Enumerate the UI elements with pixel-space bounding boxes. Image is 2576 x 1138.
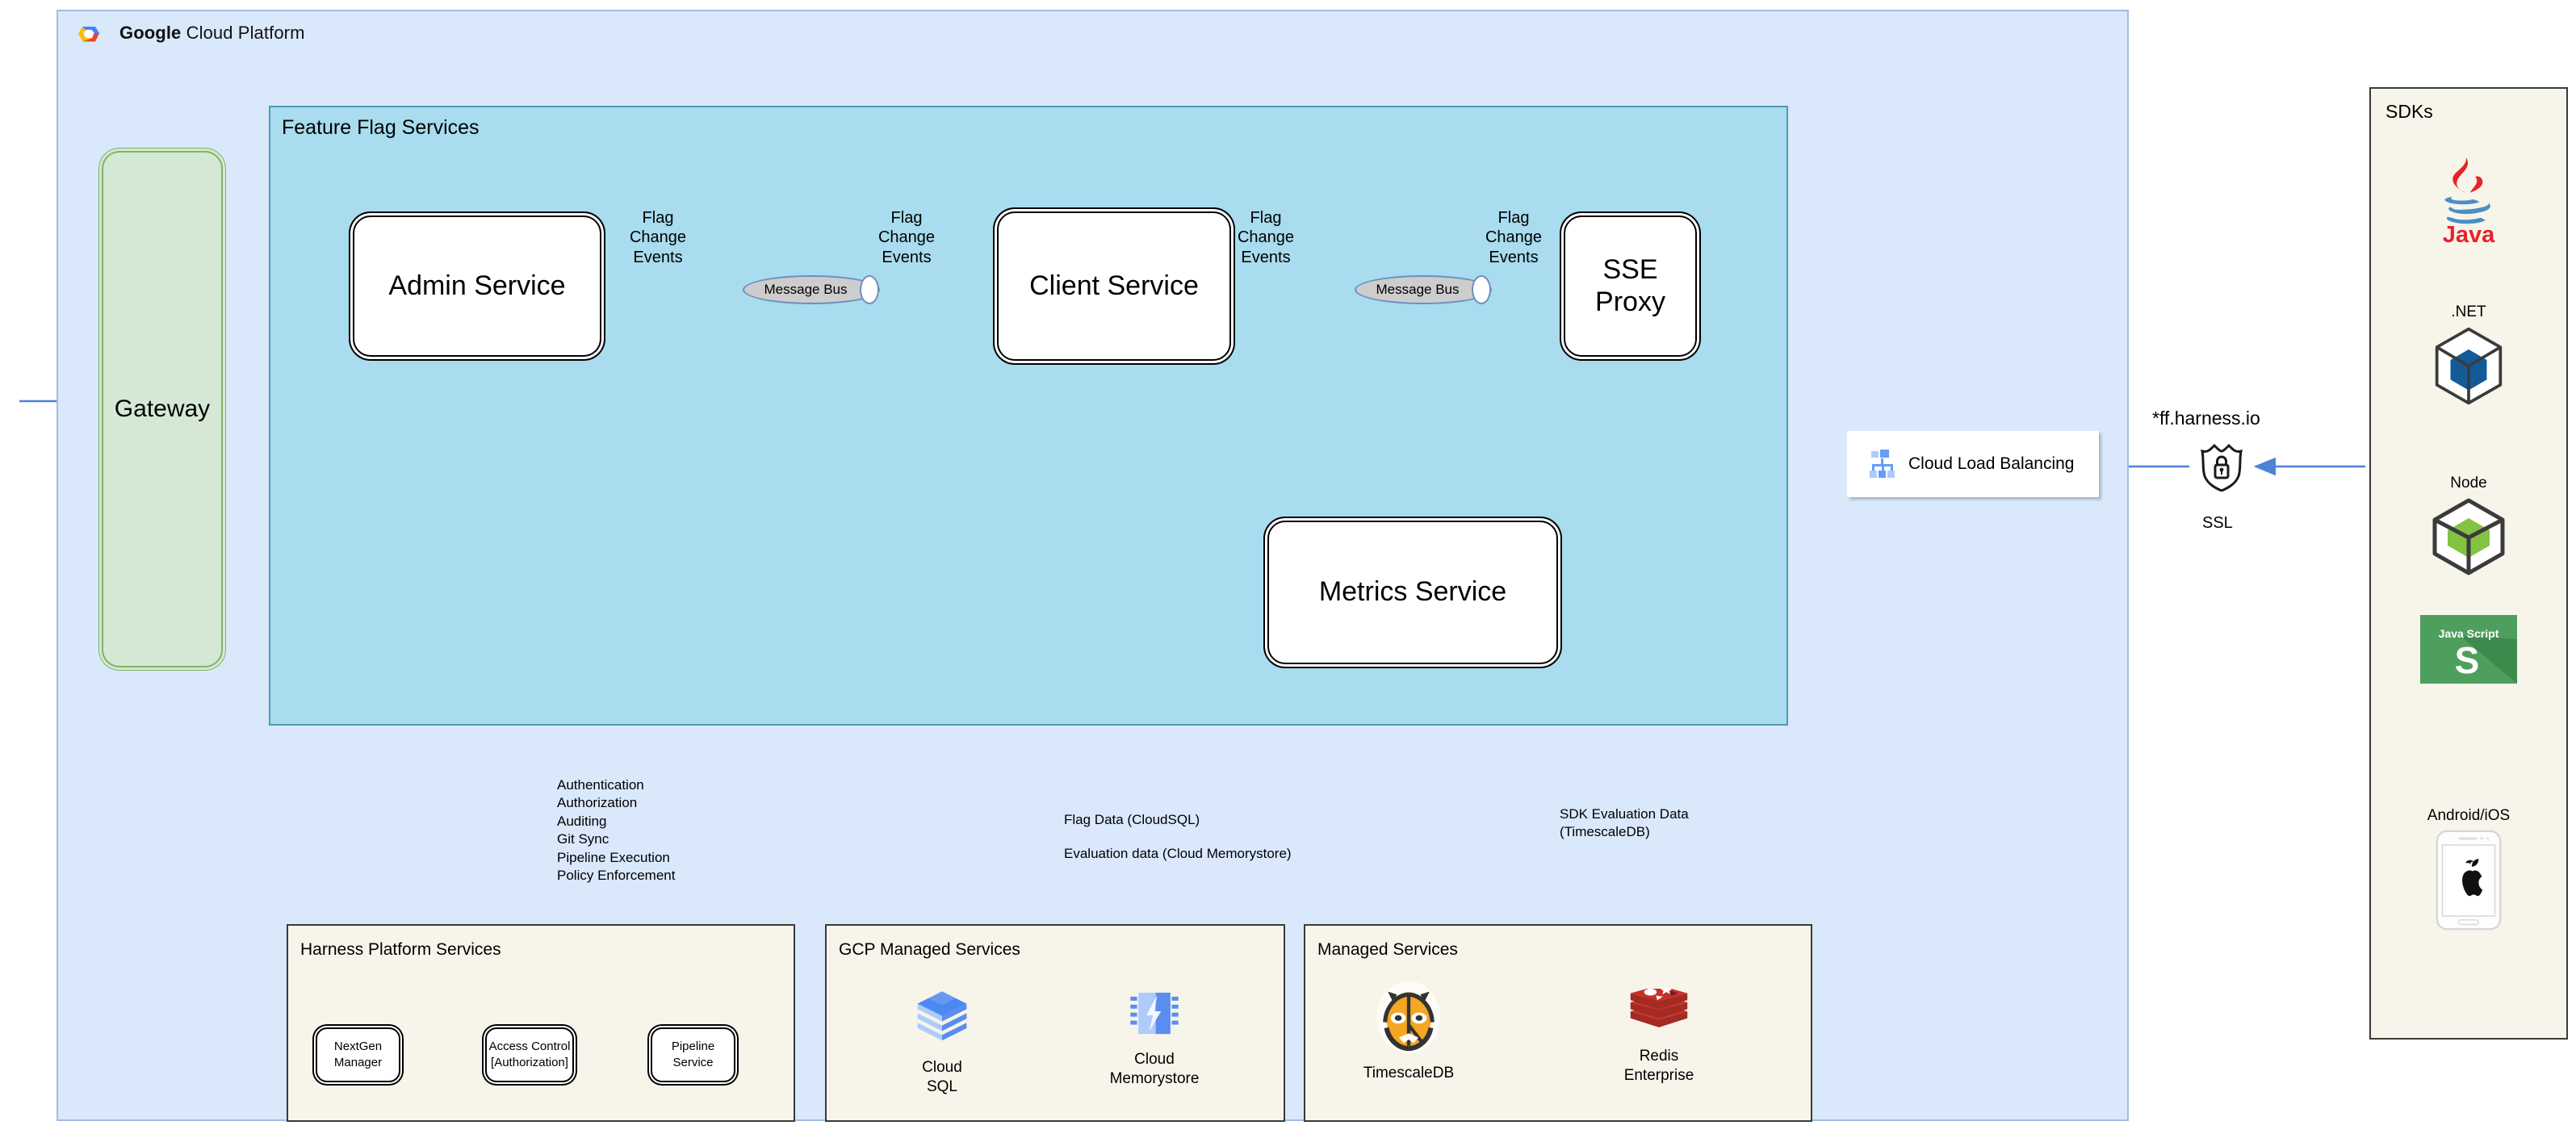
gcp-title: Google Cloud Platform [119, 23, 305, 44]
timescaledb-tiger-icon [1376, 981, 1441, 1054]
sdks-panel-title: SDKs [2385, 101, 2433, 122]
harness-platform-services-title: Harness Platform Services [300, 940, 501, 959]
message-bus-label: Message Bus [1376, 282, 1460, 297]
timescaledb-caption: TimescaleDB [1363, 1065, 1455, 1082]
ff-harness-domain-label: *ff.harness.io [2152, 408, 2260, 429]
access-control-node[interactable]: Access Control [Authorization] [485, 1027, 574, 1082]
node-cube-icon [2432, 498, 2505, 575]
harness-platform-services-panel [287, 924, 795, 1122]
cloud-sql-caption: Cloud SQL [922, 1059, 962, 1095]
cloud-load-balancing-node[interactable]: Cloud Load Balancing [1847, 431, 2099, 497]
sdk-item-java[interactable]: Java [2369, 153, 2568, 249]
sdk-item-android-ios[interactable]: Android/iOS [2369, 807, 2568, 936]
sdk-caption-dotnet: .NET [2451, 303, 2486, 320]
gcp-title-bold: Google [119, 23, 182, 43]
sdk-item-javascript[interactable]: Java Script S [2369, 615, 2568, 688]
google-cloud-logo-icon [73, 18, 105, 50]
ssl-shield-lock-icon [2198, 441, 2245, 492]
managed-services-title: Managed Services [1317, 940, 1458, 959]
timescaledb-item[interactable]: TimescaleDB [1356, 979, 1461, 1083]
javascript-tile-icon: Java Script S [2420, 615, 2517, 684]
feature-flag-services-box [269, 106, 1788, 726]
message-bus-label: Message Bus [764, 282, 848, 297]
sdk-item-dotnet[interactable]: .NET [2369, 303, 2568, 412]
admin-service-node[interactable]: Admin Service [353, 215, 601, 357]
redis-logo-icon [1630, 985, 1688, 1027]
message-bus-2[interactable]: Message Bus [1355, 275, 1492, 304]
sdk-caption-android-ios: Android/iOS [2427, 807, 2511, 824]
edge-label-flag-change-events-1: Flag Change Events [629, 209, 687, 266]
java-logo-icon: Java [2443, 157, 2495, 248]
edge-label-flag-change-events-3: Flag Change Events [1237, 209, 1295, 266]
cloud-memorystore-caption: Cloud Memorystore [1109, 1051, 1200, 1087]
annotation-harness-capabilities: Authentication Authorization Auditing Gi… [557, 777, 676, 884]
gcp-title-rest: Cloud Platform [181, 23, 305, 43]
redis-enterprise-item[interactable]: Redis Enterprise [1606, 985, 1711, 1086]
nextgen-manager-node[interactable]: NextGen Manager [316, 1027, 400, 1082]
cylinder-cap-icon [860, 275, 879, 304]
dotnet-cube-icon [2435, 327, 2503, 405]
mobile-apple-icon [2436, 830, 2502, 931]
cloud-memorystore-item[interactable]: Cloud Memorystore [1098, 989, 1211, 1089]
cylinder-cap-icon [1472, 275, 1491, 304]
cloud-memorystore-icon [1130, 992, 1179, 1035]
cloud-load-balancing-label: Cloud Load Balancing [1908, 454, 2075, 473]
cloud-load-balancing-icon [1865, 446, 1900, 482]
gcp-managed-services-title: GCP Managed Services [839, 940, 1020, 959]
svg-text:Java Script: Java Script [2439, 627, 2499, 640]
cloud-sql-icon [917, 991, 967, 1041]
annotation-managed-data: SDK Evaluation Data (TimescaleDB) [1560, 806, 1689, 840]
metrics-service-node[interactable]: Metrics Service [1267, 521, 1558, 664]
gateway-node[interactable]: Gateway [102, 151, 223, 667]
redis-enterprise-caption: Redis Enterprise [1623, 1048, 1694, 1084]
client-service-node[interactable]: Client Service [997, 211, 1231, 361]
ssl-label: SSL [2202, 514, 2233, 532]
message-bus-1[interactable]: Message Bus [743, 275, 880, 304]
feature-flag-services-title: Feature Flag Services [282, 116, 480, 139]
edge-label-flag-change-events-2: Flag Change Events [878, 209, 936, 266]
svg-text:Java: Java [2443, 222, 2495, 245]
svg-text:S: S [2455, 639, 2480, 681]
annotation-gcp-data: Flag Data (CloudSQL) Evaluation data (Cl… [1064, 812, 1292, 861]
sse-proxy-node[interactable]: SSE Proxy [1564, 215, 1697, 357]
gcp-managed-services-panel [825, 924, 1285, 1122]
sdk-caption-node: Node [2450, 475, 2487, 492]
edge-label-flag-change-events-4: Flag Change Events [1485, 209, 1543, 266]
pipeline-service-node[interactable]: Pipeline Service [651, 1027, 735, 1082]
cloud-sql-item[interactable]: Cloud SQL [898, 989, 986, 1097]
sdk-item-node[interactable]: Node [2369, 475, 2568, 580]
